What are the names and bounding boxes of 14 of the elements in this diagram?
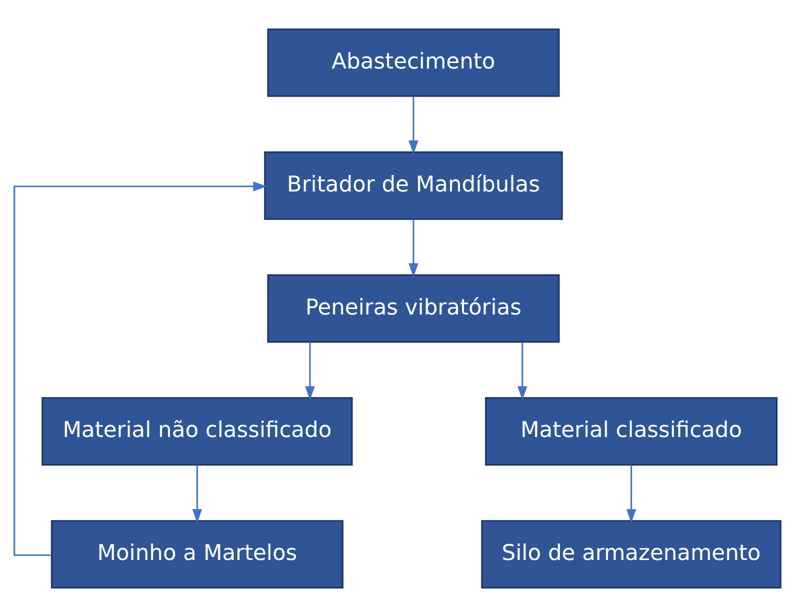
arrow (14, 180, 268, 556)
arrow (192, 464, 202, 523)
node-box: Material classificado (485, 396, 778, 466)
node-box: Moinho a Martelos (50, 520, 344, 588)
node-box: Silo de armazenamento (481, 520, 782, 588)
arrow (408, 96, 418, 154)
arrow (305, 342, 315, 400)
arrow (517, 342, 528, 400)
node-box: Abastecimento (267, 28, 560, 96)
node-box: Material não classificado (42, 396, 353, 466)
arrow (626, 464, 636, 523)
node-box: Peneiras vibratórias (267, 274, 560, 342)
arrow (408, 218, 418, 277)
node-box: Britador de Mandíbulas (264, 150, 563, 220)
